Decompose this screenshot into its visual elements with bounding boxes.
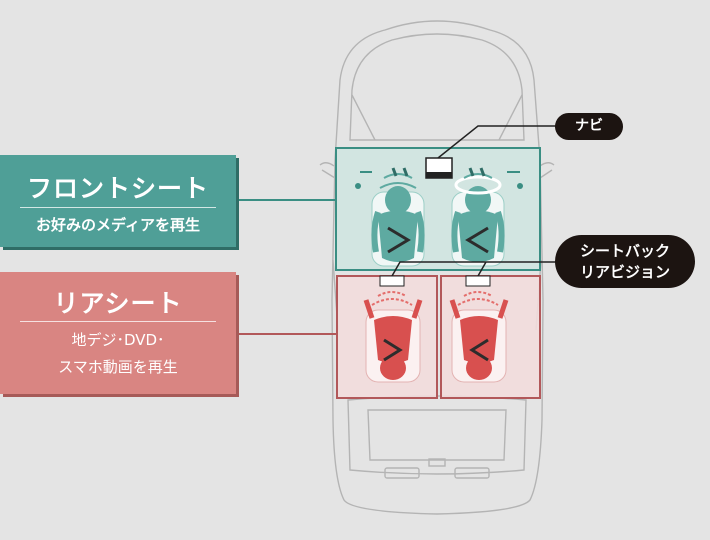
rear-seat-divider <box>20 321 216 322</box>
rear-seat-subtitle-line1: 地デジ･DVD･ <box>71 331 165 349</box>
car-body-outline <box>319 20 555 515</box>
seatback-rear-vision-callout: シートバック リアビジョン <box>555 235 695 288</box>
front-seat-divider <box>20 207 216 208</box>
front-right-occupant <box>451 173 505 267</box>
navi-callout: ナビ <box>555 113 623 140</box>
front-seat-zone <box>335 147 541 271</box>
rear-seat-panel: リアシート 地デジ･DVD･ スマホ動画を再生 <box>0 272 236 394</box>
front-seat-title: フロントシート <box>26 174 209 203</box>
rear-left-occupant <box>363 299 423 383</box>
rear-right-occupant <box>449 299 509 383</box>
rear-vision-screen-left <box>379 275 405 287</box>
front-left-occupant <box>371 173 425 267</box>
seatback-callout-line2: リアビジョン <box>579 263 670 281</box>
seatback-callout-line1: シートバック <box>579 242 670 260</box>
front-seat-panel: フロントシート お好みのメディアを再生 <box>0 155 236 247</box>
rear-seat-title: リアシート <box>53 289 183 318</box>
rear-seat-zone <box>336 275 541 399</box>
front-seat-subtitle: お好みのメディアを再生 <box>36 216 200 234</box>
rear-seat-subtitle-line2: スマホ動画を再生 <box>58 358 178 376</box>
connector-lines <box>236 125 556 335</box>
rear-vision-screen-right <box>465 275 491 287</box>
